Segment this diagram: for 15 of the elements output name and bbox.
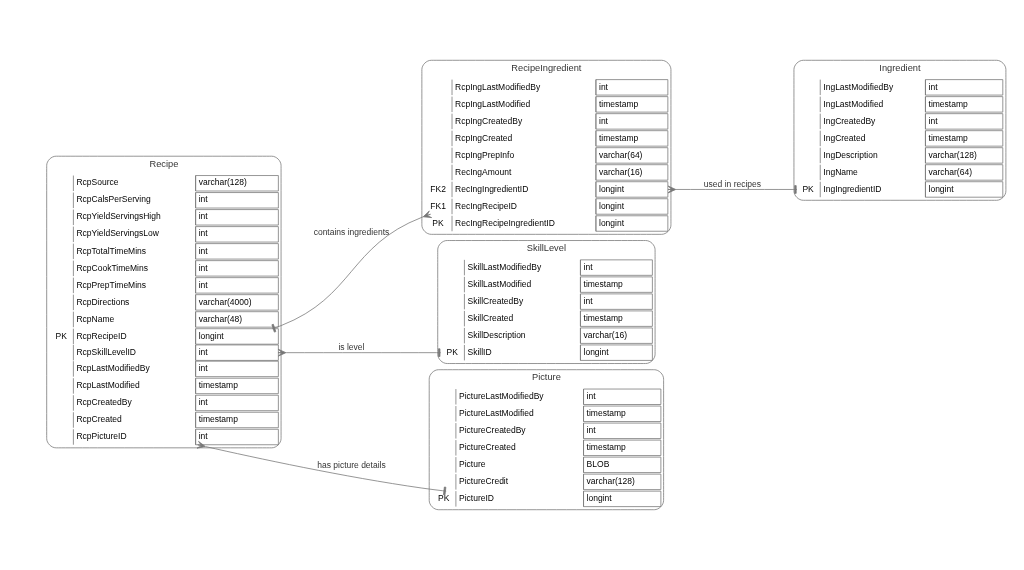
connector xyxy=(271,210,432,333)
node-label: PK xyxy=(438,493,450,504)
edge-label: used in recipes xyxy=(703,178,762,189)
connector xyxy=(277,348,442,357)
node-label: PK xyxy=(55,330,67,341)
edge-label: is level xyxy=(338,342,365,353)
connector xyxy=(196,441,447,496)
node-label: PK xyxy=(446,346,458,357)
node-label: PK xyxy=(802,183,814,194)
node-label: PK xyxy=(432,217,444,228)
edge-label: contains ingredients xyxy=(313,226,390,237)
edge-label: has picture details xyxy=(317,459,386,470)
connector xyxy=(667,185,798,194)
node-label: FK2 xyxy=(430,183,446,194)
node-label: FK1 xyxy=(430,200,446,211)
